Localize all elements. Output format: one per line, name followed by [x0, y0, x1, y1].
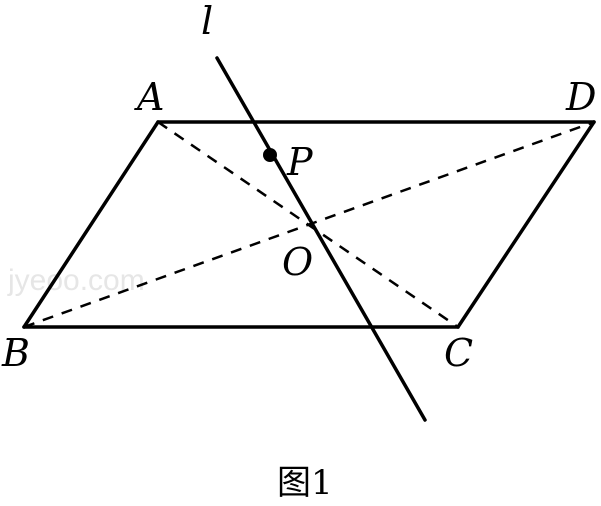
line-l: [215, 56, 427, 422]
edge-DC: [456, 120, 596, 329]
label-A: A: [134, 75, 164, 119]
label-O: O: [282, 240, 313, 284]
point-P-dot: [263, 148, 277, 162]
label-D: D: [565, 75, 596, 119]
label-B: B: [1, 331, 30, 375]
edge-BA: [22, 120, 160, 329]
line-label-l: l: [201, 0, 213, 43]
diagonal-BD: [23, 120, 595, 329]
label-C: C: [444, 331, 473, 375]
label-P: P: [286, 140, 314, 184]
figure-caption: 图1: [277, 463, 333, 503]
